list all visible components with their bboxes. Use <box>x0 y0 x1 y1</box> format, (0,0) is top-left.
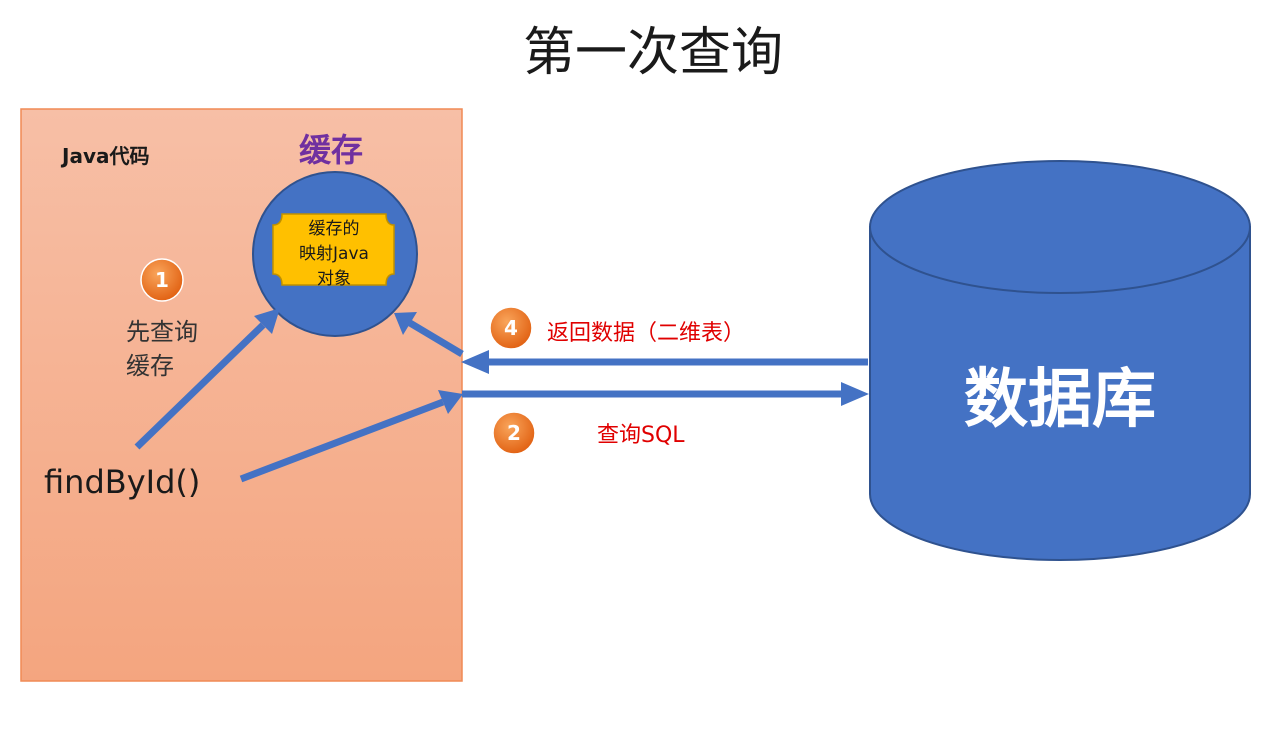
step-badge-1 <box>140 258 184 302</box>
java-code-box <box>20 108 463 682</box>
cached-object-shape <box>272 213 395 286</box>
java-code-label: Java代码 <box>60 144 149 168</box>
arrow-head-find-to-cache <box>254 308 280 334</box>
step-number-2: 2 <box>507 421 521 445</box>
arrow-return-to-cache <box>408 319 464 358</box>
cached-object-line-1: 缓存的 <box>309 219 360 239</box>
database-cylinder-body <box>869 226 1251 561</box>
diagram-title: 第一次查询 <box>523 23 783 83</box>
step-4-text: 返回数据（二维表） <box>547 321 745 346</box>
cached-object-line-2: 映射Java <box>299 244 369 264</box>
arrow-head-find-to-query <box>438 390 463 414</box>
arrow-find-to-cache <box>134 322 266 450</box>
arrow-head-return-data <box>461 350 489 374</box>
step-number-4: 4 <box>504 316 518 340</box>
step-2-text: 查询SQL <box>597 423 685 448</box>
step-badge-4 <box>489 306 533 350</box>
arrow-head-query-sql <box>841 382 869 406</box>
database-label: 数据库 <box>964 363 1156 437</box>
cache-label: 缓存 <box>299 131 363 169</box>
method-call-label: findById() <box>44 463 200 501</box>
arrow-head-return-to-cache <box>394 312 417 335</box>
cached-object-line-3: 对象 <box>317 269 351 289</box>
step-number-1: 1 <box>155 268 169 292</box>
arrow-find-to-query <box>239 398 445 483</box>
step-1-text-line-2: 缓存 <box>126 352 174 380</box>
step-badge-2 <box>492 411 536 455</box>
step-1-text-line-1: 先查询 <box>126 318 198 346</box>
database-cylinder-top <box>869 160 1251 294</box>
